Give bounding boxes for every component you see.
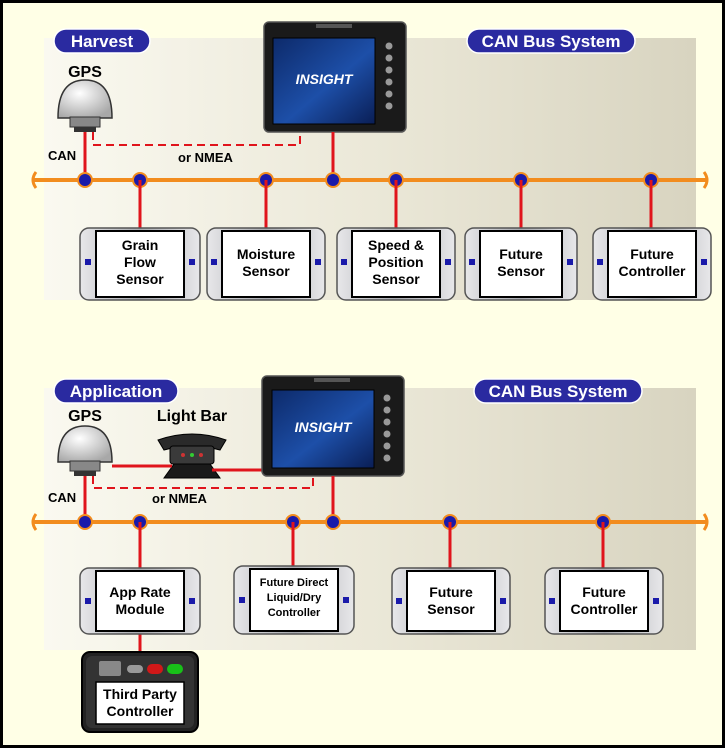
application-bus-nodes — [77, 514, 611, 530]
bus-node — [325, 172, 341, 188]
bus-node — [77, 172, 93, 188]
module-label-line: Future — [582, 584, 626, 600]
module-label-line: Sensor — [242, 263, 290, 279]
bus-node — [325, 514, 341, 530]
module-label-line: Flow — [124, 254, 156, 270]
harvest-display-brand: INSIGHT — [296, 71, 354, 87]
application-module-future-sensor: Future Sensor — [391, 567, 511, 635]
module-label-line: Sensor — [497, 263, 545, 279]
application-gps-label: GPS — [68, 408, 102, 425]
module-label-line: Controller — [571, 601, 638, 617]
module-label-line: Sensor — [427, 601, 475, 617]
harvest-module-future-controller: Future Controller — [592, 227, 712, 301]
harvest-can-label: CAN — [48, 148, 76, 163]
bus-node — [77, 514, 93, 530]
module-label-line: Controller — [268, 607, 321, 619]
module-label-line: App Rate — [109, 584, 171, 600]
application-section-label: Application — [53, 378, 179, 404]
module-label-line: Future — [429, 584, 473, 600]
lightbar-label: Light Bar — [157, 408, 227, 425]
application-nmea-dashed-line — [92, 474, 314, 489]
application-module-future-controller: Future Controller — [544, 567, 664, 635]
harvest-module-grain-flow-sensor: Grain Flow Sensor — [79, 227, 201, 301]
module-label-line: Future — [630, 246, 674, 262]
harvest-nmea-label: or NMEA — [178, 150, 234, 165]
application-display-brand: INSIGHT — [295, 419, 353, 435]
harvest-insight-display: INSIGHT — [263, 21, 407, 133]
module-label-line: Sensor — [372, 271, 420, 287]
application-bus-label: CAN Bus System — [473, 378, 643, 404]
module-label-line: Speed & — [368, 237, 424, 253]
application-module-future-direct-controller: Future Direct Liquid/Dry Controller — [233, 565, 355, 635]
module-label-line: Grain — [122, 237, 159, 253]
harvest-section-label: Harvest — [53, 28, 151, 54]
module-label-line: Moisture — [237, 246, 296, 262]
application-bus-right-terminator — [702, 513, 709, 531]
application-gps-antenna-icon — [57, 425, 113, 476]
module-label-line: Position — [368, 254, 423, 270]
module-label-line: Liquid/Dry — [267, 592, 322, 604]
module-label-line: Sensor — [116, 271, 164, 287]
harvest-section: Harvest CAN Bus System GPS CAN or NMEA I… — [31, 21, 712, 301]
harvest-gps-label: GPS — [68, 64, 102, 81]
harvest-section-text: Harvest — [71, 32, 134, 51]
harvest-bus-right-terminator — [702, 171, 709, 189]
module-label-line: Controller — [619, 263, 686, 279]
application-module-app-rate: App Rate Module — [79, 567, 201, 635]
module-label-line: Future — [499, 246, 543, 262]
harvest-bus-label: CAN Bus System — [466, 28, 636, 54]
third-party-label-line: Third Party — [103, 686, 177, 702]
lightbar-icon — [157, 433, 227, 479]
harvest-module-moisture-sensor: Moisture Sensor — [206, 227, 326, 301]
application-nmea-label: or NMEA — [152, 491, 208, 506]
application-can-label: CAN — [48, 490, 76, 505]
harvest-bus-text: CAN Bus System — [482, 32, 621, 51]
application-section: Application CAN Bus System GPS CAN or NM… — [31, 375, 709, 733]
application-insight-display: INSIGHT — [261, 375, 405, 477]
third-party-controller: Third Party Controller — [81, 651, 199, 733]
module-label-line: Module — [116, 601, 165, 617]
module-label-line: Future Direct — [260, 577, 329, 589]
harvest-module-future-sensor: Future Sensor — [464, 227, 578, 301]
harvest-nmea-dashed-line — [92, 128, 301, 146]
harvest-module-speed-position-sensor: Speed & Position Sensor — [336, 227, 456, 301]
application-section-text: Application — [70, 382, 163, 401]
third-party-label-line: Controller — [107, 703, 174, 719]
harvest-bus-left-terminator — [31, 171, 38, 189]
harvest-gps-antenna-icon — [57, 79, 113, 132]
application-bus-text: CAN Bus System — [489, 382, 628, 401]
harvest-bus-nodes — [77, 172, 659, 188]
application-bus-left-terminator — [31, 513, 38, 531]
